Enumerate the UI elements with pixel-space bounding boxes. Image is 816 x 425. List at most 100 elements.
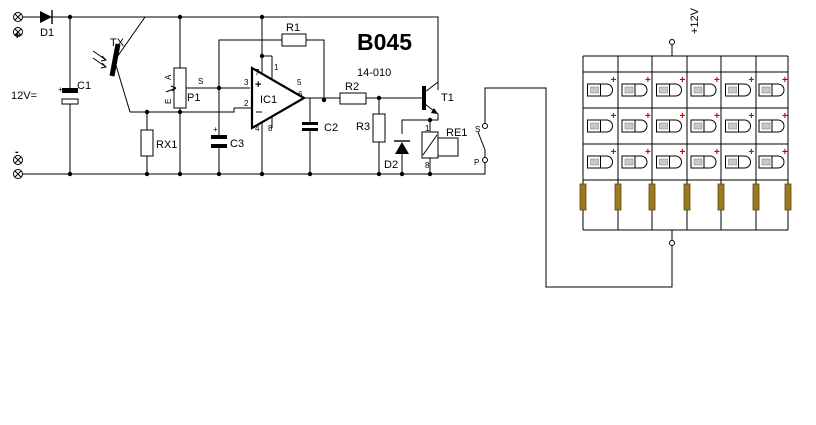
led-reflector <box>590 158 599 166</box>
label-supply-right: +12V <box>689 7 701 34</box>
led-plus-mark: + <box>611 147 617 158</box>
capacitor-c3-plate2 <box>211 144 227 148</box>
terminal-minus-label: - <box>15 146 19 158</box>
label-re1: RE1 <box>446 127 467 139</box>
led-reflector <box>761 158 771 166</box>
label-t1: T1 <box>441 92 454 104</box>
led-dome <box>600 119 613 133</box>
capacitor-c2-plate1 <box>302 122 318 125</box>
terminal-minus-lower <box>13 169 23 179</box>
label-ic1: IC1 <box>260 94 277 106</box>
pin-1: 1 <box>274 63 279 72</box>
junction <box>321 97 327 103</box>
terminal-plus <box>13 12 23 22</box>
led-dome <box>738 155 751 169</box>
led-reflector <box>728 158 737 166</box>
led-dome <box>703 119 717 133</box>
led-plus-mark: + <box>714 75 720 86</box>
resistor-rx1 <box>140 129 154 157</box>
led-dome <box>600 155 613 169</box>
led-return-terminal <box>669 240 675 246</box>
led-plus-mark: + <box>782 111 788 122</box>
led-plus-mark: + <box>680 75 686 86</box>
p1-wiper-arrow <box>170 85 177 92</box>
wire-t1-emitter <box>401 114 439 134</box>
led-reflector <box>659 158 668 166</box>
led-plus-mark: + <box>680 111 686 122</box>
led-reflector <box>761 86 771 94</box>
led-dome <box>703 83 717 97</box>
label-rx1: RX1 <box>156 139 177 151</box>
led-plus-mark: + <box>714 111 720 122</box>
re1-s: S <box>475 125 480 134</box>
led-reflector <box>693 86 703 94</box>
wire-ic1-pin2-link <box>180 108 235 113</box>
led-plus-mark: + <box>645 147 651 158</box>
label-r2: R2 <box>345 81 359 93</box>
label-d1: D1 <box>40 27 54 39</box>
led-reflector <box>590 122 599 130</box>
diagram-subtitle: 14-010 <box>357 67 391 79</box>
led-series-resistor <box>717 183 725 211</box>
led-dome <box>634 83 648 97</box>
pin-4: 4 <box>255 124 260 133</box>
led-dome <box>634 119 648 133</box>
switch-contact <box>482 123 488 129</box>
wire-r1 <box>218 39 325 100</box>
phototransistor-tx <box>92 16 146 113</box>
led-reflector <box>590 86 599 94</box>
terminal-plus-label: + <box>14 30 20 42</box>
p1-e: E <box>164 99 173 104</box>
led-reflector <box>659 86 668 94</box>
led-array: ++++++++++++++++++ <box>579 56 792 230</box>
pin-3: 3 <box>244 78 249 87</box>
led-reflector <box>624 158 634 166</box>
led-reflector <box>728 86 737 94</box>
led-series-resistor <box>648 183 656 211</box>
capacitor-c2-plate2 <box>302 128 318 131</box>
c3-plus: + <box>213 125 218 134</box>
diode-d1 <box>40 10 53 24</box>
re1-p: P <box>474 158 479 167</box>
led-dome <box>771 155 785 169</box>
led-supply-terminal <box>669 39 675 45</box>
label-c1: C1 <box>77 80 91 92</box>
led-plus-mark: + <box>749 147 755 158</box>
wire-bottom-rail <box>22 160 486 175</box>
label-r1: R1 <box>286 22 300 34</box>
re1-pin1: 1 <box>425 124 430 133</box>
led-dome <box>669 83 682 97</box>
led-reflector <box>693 158 703 166</box>
pin-6: 6 <box>298 90 303 99</box>
resistor-r1 <box>281 33 307 47</box>
led-dome <box>738 119 751 133</box>
led-plus-mark: + <box>782 147 788 158</box>
led-plus-mark: + <box>782 75 788 86</box>
led-reflector <box>624 122 634 130</box>
led-reflector <box>761 122 771 130</box>
terminal-plus-lower <box>13 27 23 37</box>
label-tx: TX <box>110 37 125 49</box>
led-dome <box>634 155 648 169</box>
led-dome <box>771 119 785 133</box>
relay-switch-blade <box>477 131 486 151</box>
relay-re1-body <box>437 137 459 157</box>
led-reflector <box>728 122 737 130</box>
led-reflector <box>624 86 634 94</box>
wire-switch-to-led <box>484 87 673 288</box>
led-plus-mark: + <box>749 75 755 86</box>
relay-coil-mark <box>422 134 438 156</box>
ic1-plus: + <box>255 79 261 91</box>
led-reflector <box>693 122 703 130</box>
switch-contact <box>482 157 488 163</box>
p1-s: S <box>198 77 203 86</box>
led-series-resistor <box>752 183 760 211</box>
transistor-t1 <box>420 81 439 115</box>
capacitor-c3-plate1 <box>211 135 227 139</box>
label-r3: R3 <box>356 121 370 133</box>
led-dome <box>600 83 613 97</box>
led-dome <box>669 119 682 133</box>
led-plus-mark: + <box>611 75 617 86</box>
re1-pin8: 8 <box>425 161 430 170</box>
